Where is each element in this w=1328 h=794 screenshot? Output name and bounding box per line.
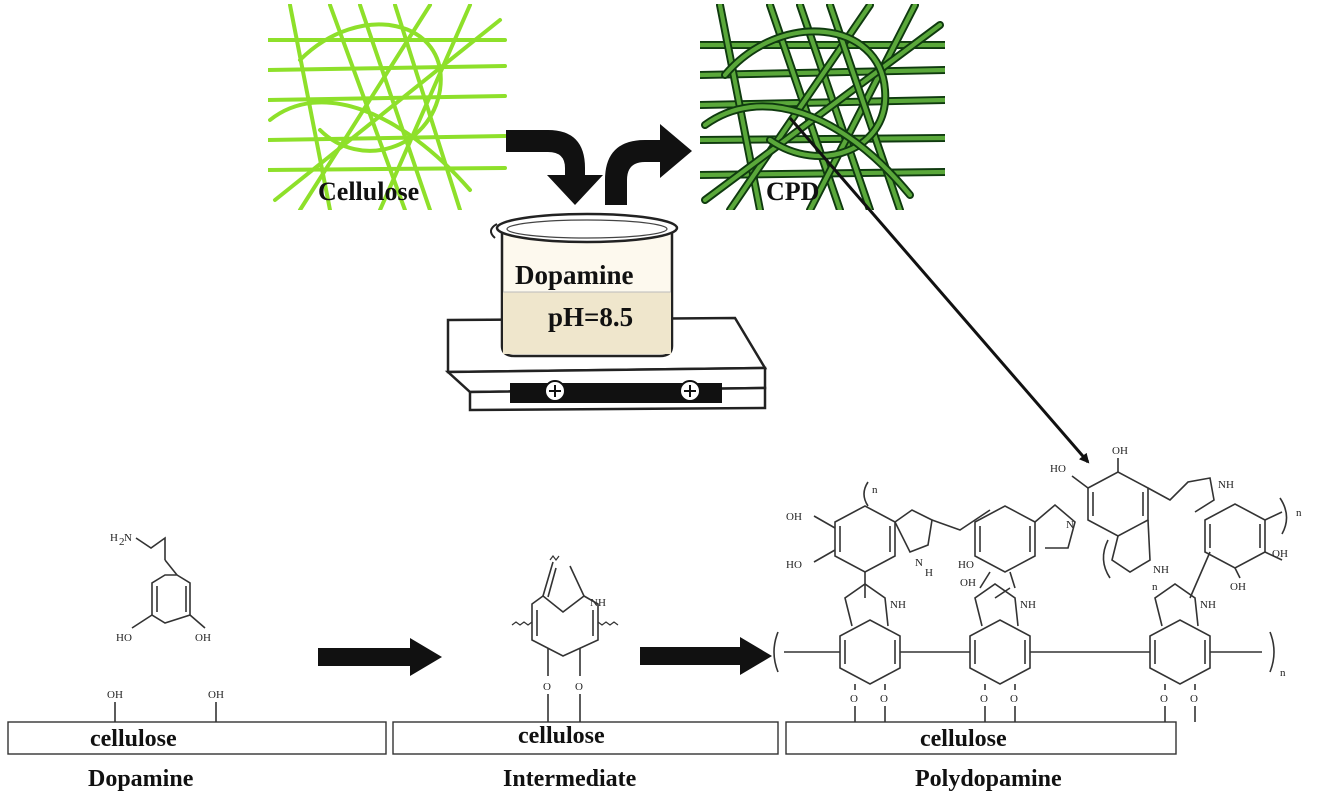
cpd-fibers-illustration	[700, 4, 945, 210]
pointer-arrow-cpd-to-structure	[788, 117, 1090, 464]
svg-text:n: n	[1296, 507, 1302, 519]
svg-text:HO: HO	[116, 632, 132, 644]
cellulose-hydroxyls: OH OH	[107, 689, 224, 722]
svg-text:NH: NH	[1200, 599, 1216, 611]
cellulose-fibers-label: Cellulose	[318, 177, 419, 206]
svg-text:HO: HO	[786, 559, 802, 571]
svg-text:OH: OH	[786, 511, 802, 523]
svg-text:n: n	[1280, 667, 1286, 679]
cellulose-substrate-2-label: cellulose	[518, 723, 605, 749]
svg-text:n: n	[872, 484, 878, 496]
svg-text:2: 2	[119, 536, 125, 548]
dopamine-molecule: H 2 N HO OH	[110, 532, 211, 644]
svg-text:NH: NH	[590, 597, 606, 609]
svg-text:O: O	[1190, 693, 1198, 705]
svg-text:OH: OH	[208, 689, 224, 701]
stage-label-polydopamine: Polydopamine	[915, 766, 1062, 792]
beaker-label-ph: pH=8.5	[548, 302, 633, 332]
svg-text:N: N	[1066, 519, 1074, 531]
svg-text:NH: NH	[1218, 479, 1234, 491]
svg-text:H: H	[925, 567, 933, 579]
svg-text:O: O	[543, 681, 551, 693]
cellulose-substrate-3-label: cellulose	[920, 726, 1007, 752]
cellulose-fibers-illustration	[268, 4, 507, 210]
svg-text:HO: HO	[1050, 463, 1066, 475]
svg-text:O: O	[575, 681, 583, 693]
svg-text:H: H	[110, 532, 118, 544]
svg-text:OH: OH	[1272, 548, 1288, 560]
svg-text:O: O	[880, 693, 888, 705]
svg-text:O: O	[1160, 693, 1168, 705]
svg-text:N: N	[915, 557, 923, 569]
cellulose-substrate-1	[7, 721, 387, 755]
svg-text:OH: OH	[195, 632, 211, 644]
beaker	[490, 212, 679, 358]
cellulose-substrate-2	[392, 721, 779, 755]
svg-text:NH: NH	[1020, 599, 1036, 611]
svg-text:NH: NH	[890, 599, 906, 611]
svg-text:n: n	[1152, 581, 1158, 593]
cellulose-substrate-3	[785, 721, 1177, 755]
stage-label-dopamine: Dopamine	[88, 766, 194, 792]
arrow-out-of-beaker	[605, 124, 692, 205]
svg-text:N: N	[124, 532, 132, 544]
intermediate-molecule: NH O O	[511, 555, 619, 722]
svg-text:O: O	[980, 693, 988, 705]
polydopamine-structure: n NH O O NH O O NH O O OH HO	[773, 445, 1302, 722]
svg-text:NH: NH	[1153, 564, 1169, 576]
svg-text:OH: OH	[1230, 581, 1246, 593]
svg-text:OH: OH	[1112, 445, 1128, 457]
stage-label-intermediate: Intermediate	[503, 766, 637, 792]
reaction-arrow-1	[318, 638, 442, 676]
svg-text:O: O	[1010, 693, 1018, 705]
svg-text:O: O	[850, 693, 858, 705]
svg-text:OH: OH	[960, 577, 976, 589]
reaction-arrow-2	[640, 637, 772, 675]
arrow-into-beaker	[506, 130, 603, 205]
svg-text:HO: HO	[958, 559, 974, 571]
beaker-label-dopamine: Dopamine	[515, 260, 634, 290]
cpd-fibers-label: CPD	[766, 177, 819, 206]
svg-text:OH: OH	[107, 689, 123, 701]
cellulose-substrate-1-label: cellulose	[90, 726, 177, 752]
